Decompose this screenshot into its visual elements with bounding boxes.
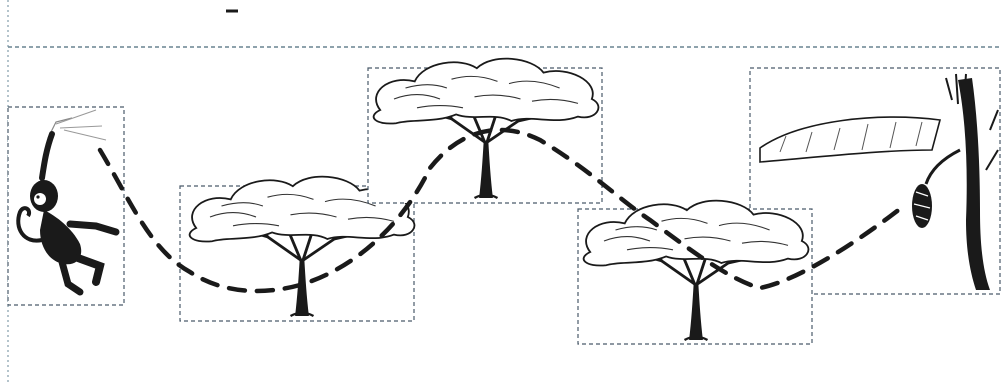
banana-plant-icon (759, 73, 999, 290)
monkey-frame (7, 106, 125, 306)
tree-frame-2 (367, 57, 603, 204)
monkey-hanging-icon (16, 109, 120, 296)
tree-frame-3 (577, 199, 813, 345)
jump-path (97, 127, 908, 294)
tree-frame-1 (179, 175, 416, 322)
